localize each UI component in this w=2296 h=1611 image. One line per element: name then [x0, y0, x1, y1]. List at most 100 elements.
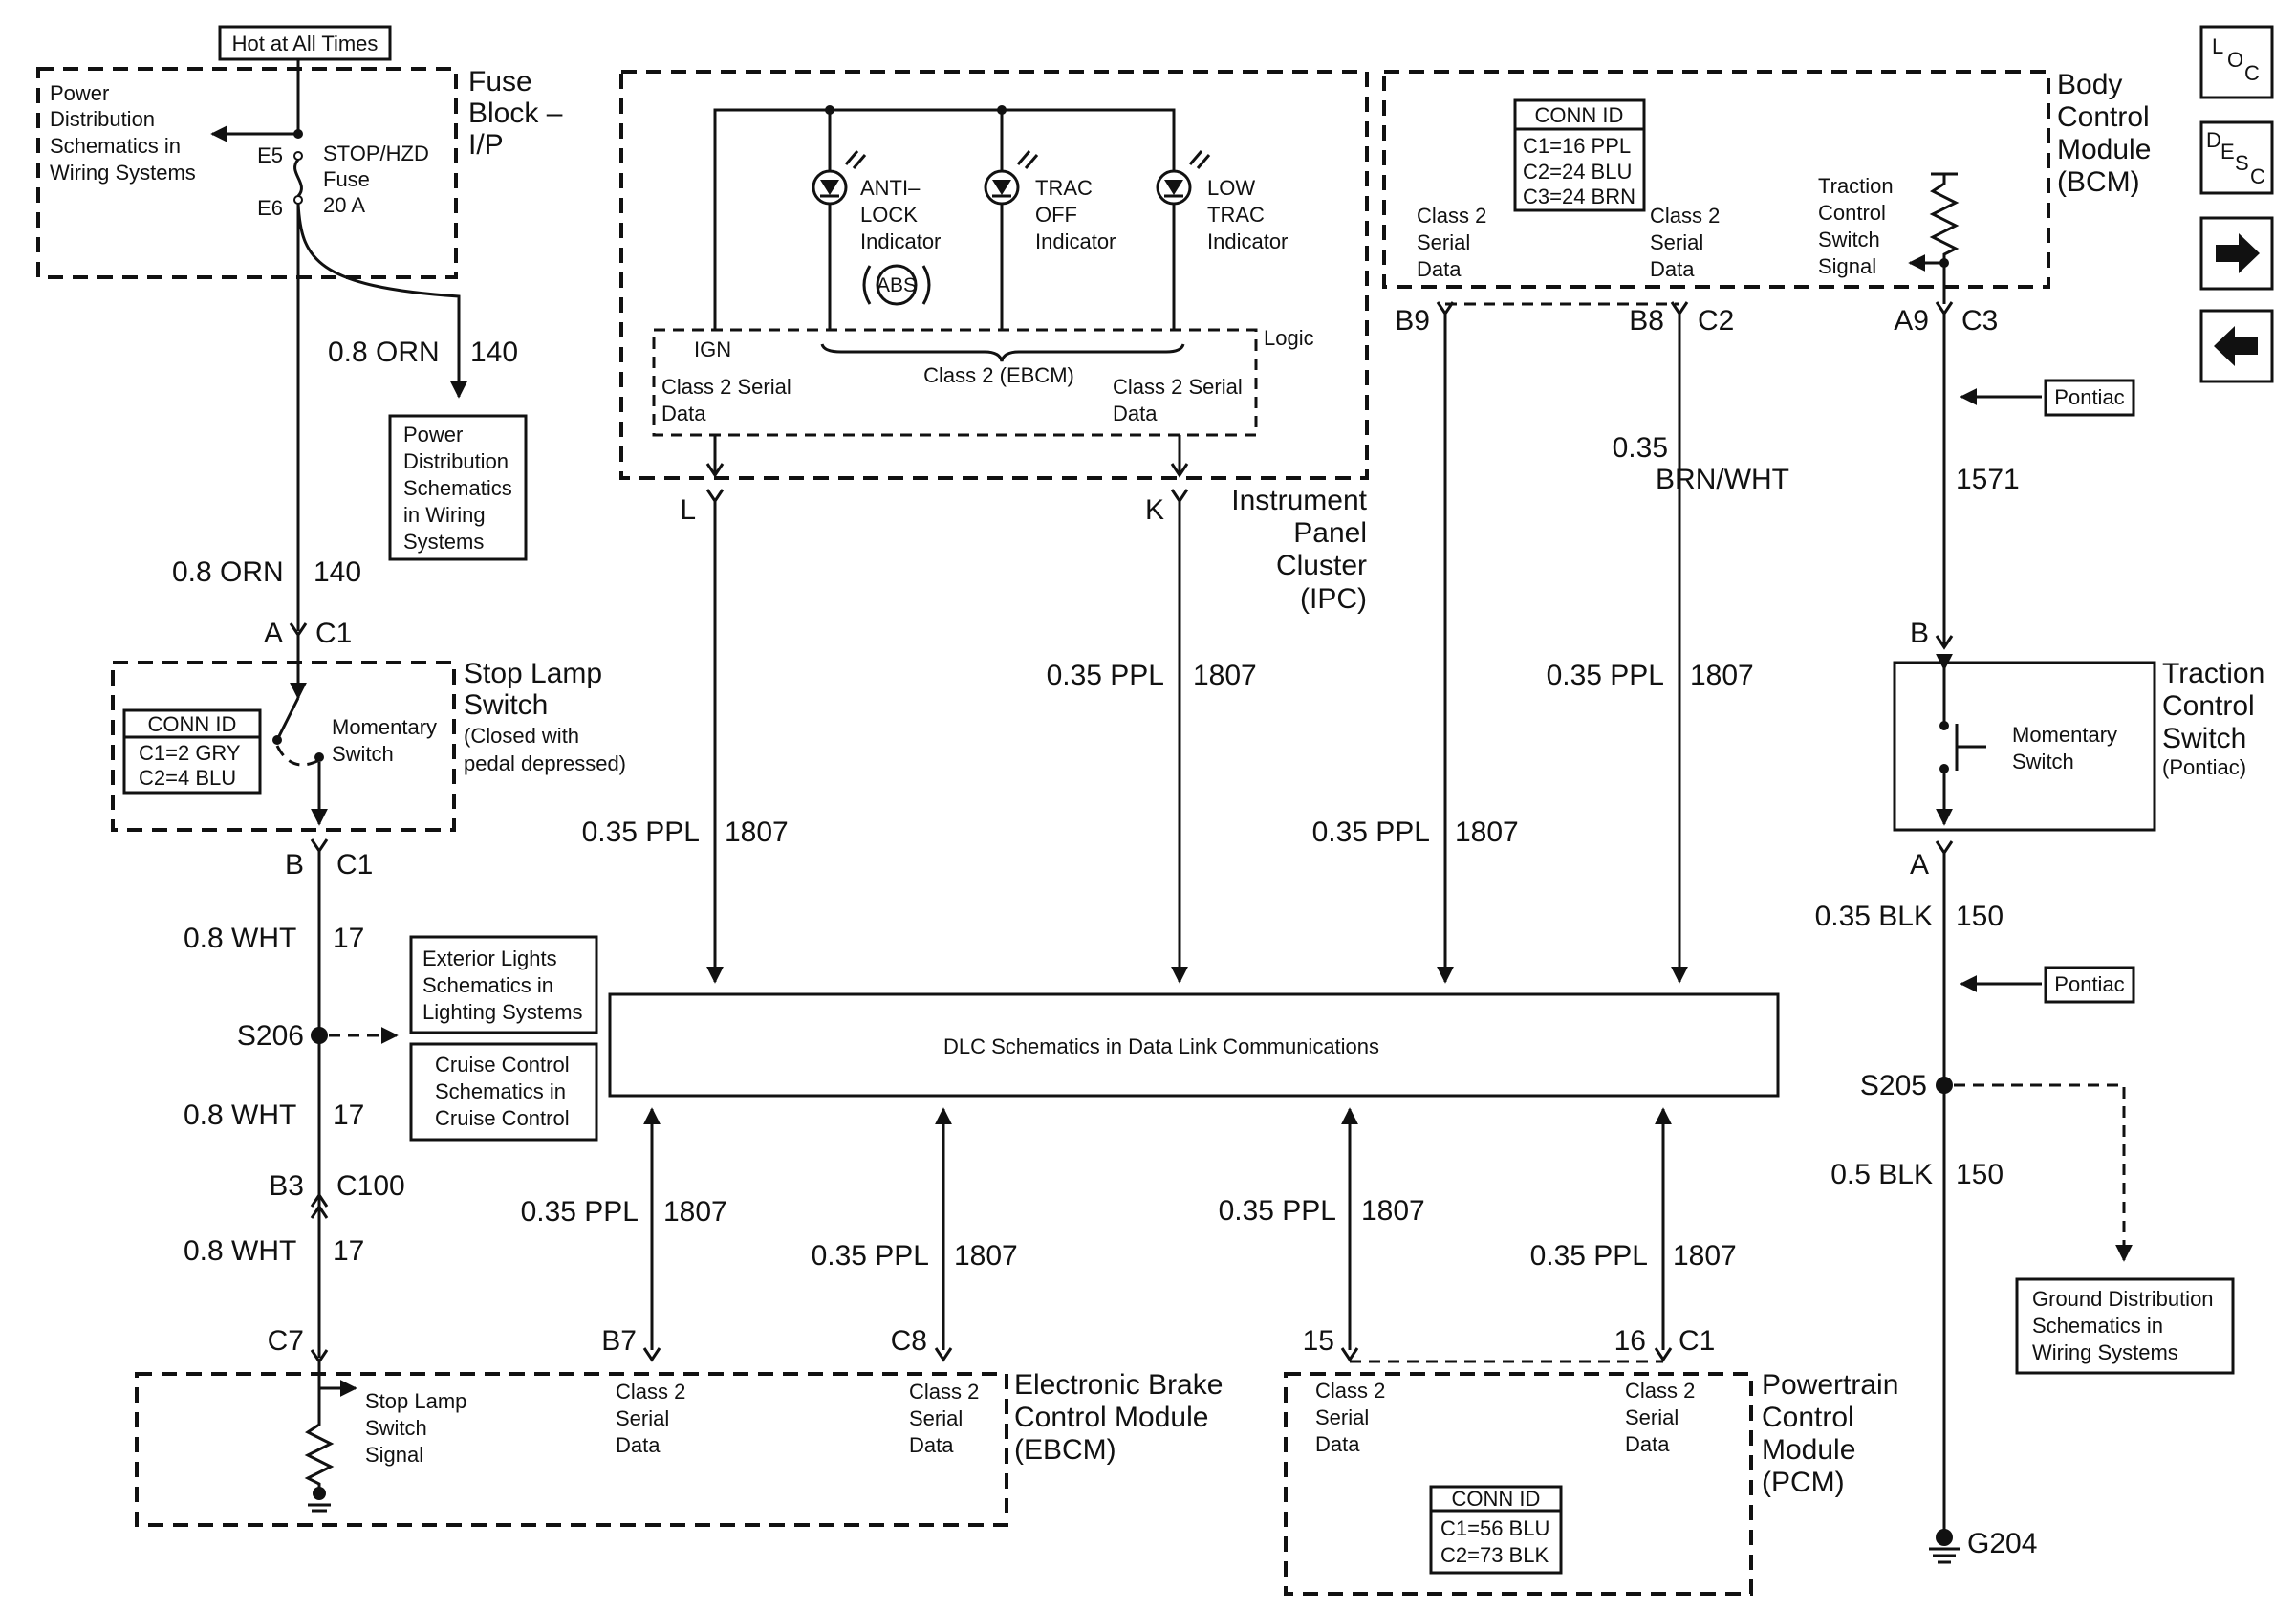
pontiac-note-2	[2044, 966, 2135, 1004]
svg-text:Schematics in: Schematics in	[435, 1079, 566, 1103]
svg-text:S206: S206	[237, 1020, 304, 1052]
svg-text:17: 17	[333, 1235, 364, 1267]
svg-text:0.35 PPL: 0.35 PPL	[1312, 816, 1430, 848]
svg-text:TRAC: TRAC	[1035, 176, 1093, 200]
svg-text:Ground Distribution: Ground Distribution	[2032, 1287, 2214, 1311]
trac-off-indicator-lamp	[984, 150, 1039, 206]
svg-text:E5: E5	[257, 143, 283, 167]
fuse-block-title: Fuse	[468, 66, 532, 98]
svg-text:0.35 PPL: 0.35 PPL	[1547, 660, 1664, 691]
dlc-box[interactable]: DLC Schematics in Data Link Communicatio…	[608, 992, 1780, 1098]
svg-text:Serial: Serial	[1650, 230, 1703, 254]
svg-text:Indicator: Indicator	[1207, 229, 1288, 253]
svg-text:Serial: Serial	[1417, 230, 1470, 254]
svg-text:0.35 PPL: 0.35 PPL	[1530, 1240, 1648, 1272]
pd-ref-2[interactable]	[388, 414, 528, 561]
svg-text:0.8 ORN: 0.8 ORN	[328, 337, 440, 368]
svg-text:Control: Control	[2162, 690, 2255, 722]
svg-text:Stop Lamp: Stop Lamp	[365, 1389, 466, 1413]
svg-text:Exterior Lights: Exterior Lights	[422, 947, 557, 970]
svg-text:Serial: Serial	[616, 1406, 669, 1430]
svg-text:20 A: 20 A	[323, 193, 365, 217]
previous-button[interactable]	[2199, 309, 2274, 383]
svg-text:C2=24 BLU: C2=24 BLU	[1523, 160, 1632, 184]
svg-text:Data: Data	[1650, 257, 1695, 281]
svg-text:B: B	[1910, 618, 1929, 649]
instrument-panel-cluster: Instrument Panel Cluster (IPC) ANTI–	[619, 70, 1369, 615]
svg-text:Class 2: Class 2	[1417, 204, 1486, 228]
svg-text:0.35 PPL: 0.35 PPL	[1047, 660, 1164, 691]
svg-text:Class 2: Class 2	[909, 1380, 979, 1404]
class2-ebcm-brace	[820, 343, 1185, 362]
svg-text:Control Module: Control Module	[1014, 1402, 1208, 1433]
powertrain-control-module: 0.35 PPL 1807 0.35 PPL 1807 15 16 C1 Cla…	[1219, 1107, 1898, 1596]
svg-text:Switch: Switch	[2162, 723, 2246, 754]
svg-text:Indicator: Indicator	[860, 229, 941, 253]
svg-text:LOW: LOW	[1207, 176, 1255, 200]
hot-label: Hot at All Times	[232, 32, 379, 55]
svg-text:Cruise Control: Cruise Control	[435, 1106, 570, 1130]
svg-text:Data: Data	[1625, 1432, 1670, 1456]
svg-text:pedal depressed): pedal depressed)	[464, 751, 626, 775]
svg-text:B8: B8	[1629, 305, 1664, 337]
svg-text:Pontiac: Pontiac	[2054, 385, 2124, 409]
svg-text:Wiring Systems: Wiring Systems	[50, 161, 196, 185]
svg-text:Distribution: Distribution	[50, 107, 155, 131]
fuse-symbol	[293, 158, 303, 198]
svg-text:in Wiring: in Wiring	[403, 503, 486, 527]
svg-text:Class 2 (EBCM): Class 2 (EBCM)	[923, 363, 1074, 387]
svg-text:Class 2: Class 2	[1625, 1379, 1695, 1403]
svg-text:Data: Data	[1315, 1432, 1360, 1456]
svg-text:G204: G204	[1967, 1528, 2037, 1559]
next-button[interactable]	[2199, 216, 2274, 291]
svg-text:B7: B7	[601, 1325, 637, 1357]
svg-text:0.35 PPL: 0.35 PPL	[1219, 1195, 1336, 1227]
ground-distribution-ref[interactable]	[2015, 1277, 2235, 1375]
svg-text:140: 140	[314, 556, 361, 588]
svg-text:1807: 1807	[1361, 1195, 1425, 1227]
svg-text:Module: Module	[1762, 1434, 1855, 1466]
svg-text:D: D	[2206, 128, 2221, 152]
fuse-name: STOP/HZD	[323, 142, 429, 165]
left-arrow-icon	[2214, 326, 2258, 366]
svg-text:Cruise Control: Cruise Control	[435, 1053, 570, 1077]
svg-text:C2: C2	[1698, 305, 1734, 337]
location-button[interactable]: L O C	[2199, 25, 2274, 99]
svg-text:C1=2 GRY: C1=2 GRY	[139, 741, 241, 765]
svg-text:(Pontiac): (Pontiac)	[2162, 755, 2246, 779]
hot-at-all-times-box	[218, 25, 392, 61]
svg-text:Serial: Serial	[909, 1406, 963, 1430]
svg-text:C1: C1	[1679, 1325, 1715, 1357]
svg-text:Control: Control	[1762, 1402, 1854, 1433]
svg-text:TRAC: TRAC	[1207, 203, 1265, 227]
svg-text:A: A	[1910, 849, 1929, 881]
tcs-title: Traction	[2162, 658, 2264, 689]
svg-text:0.35: 0.35	[1613, 432, 1668, 464]
svg-text:17: 17	[333, 923, 364, 954]
svg-text:IGN: IGN	[694, 337, 731, 361]
ground-g204-icon	[1929, 1529, 1960, 1564]
stop-lamp-switch-title: Stop Lamp	[464, 658, 602, 689]
pontiac-note-1	[2044, 379, 2135, 417]
svg-text:B9: B9	[1395, 305, 1430, 337]
svg-text:B: B	[285, 849, 304, 881]
svg-text:1807: 1807	[954, 1240, 1018, 1272]
svg-text:Switch: Switch	[1818, 228, 1880, 251]
svg-text:1807: 1807	[1193, 660, 1257, 691]
splice-s206	[311, 1027, 328, 1044]
svg-text:C1=16 PPL: C1=16 PPL	[1523, 134, 1631, 158]
svg-text:Class 2: Class 2	[616, 1380, 685, 1404]
exterior-lights-ref[interactable]	[409, 935, 598, 1034]
description-button[interactable]: D E S C	[2199, 120, 2274, 195]
cruise-control-ref[interactable]	[409, 1042, 598, 1142]
pulldown-resistor	[304, 1388, 335, 1491]
svg-text:Switch: Switch	[365, 1416, 427, 1440]
stop-lamp-switch: A C1 CONN ID C1=2 GRY C2=4 BLU Momentary…	[111, 618, 626, 881]
svg-text:(BCM): (BCM)	[2057, 166, 2140, 198]
svg-text:ANTI–: ANTI–	[860, 176, 921, 200]
svg-text:1807: 1807	[1690, 660, 1754, 691]
svg-text:CONN ID: CONN ID	[148, 712, 237, 736]
svg-text:Schematics in: Schematics in	[50, 134, 181, 158]
svg-text:Data: Data	[1417, 257, 1462, 281]
pd-ref-1[interactable]: Power Distribution Schematics in Wiring …	[50, 81, 196, 185]
